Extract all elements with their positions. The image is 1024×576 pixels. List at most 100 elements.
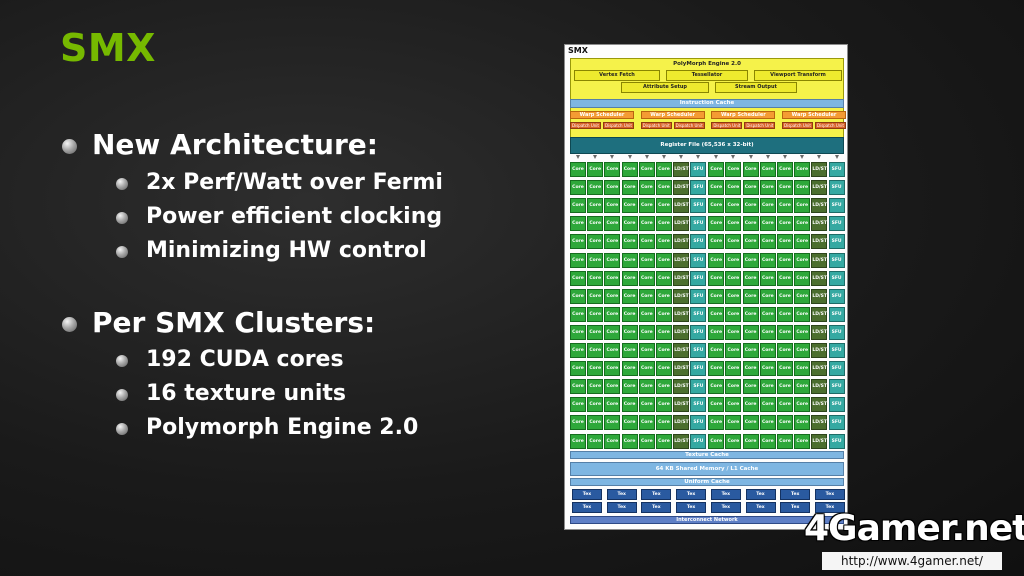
ld-st-unit: LD/ST (673, 433, 690, 449)
cuda-core: Core (759, 234, 776, 250)
cuda-core: Core (638, 180, 655, 196)
cuda-core: Core (794, 397, 811, 413)
cuda-core: Core (777, 433, 793, 449)
down-arrow-icon (610, 155, 615, 159)
texture-unit: Tex (676, 502, 707, 513)
sfu-unit: SFU (690, 270, 707, 286)
cuda-core: Core (777, 216, 793, 232)
sfu-unit: SFU (690, 234, 707, 250)
cuda-core: Core (570, 361, 586, 377)
ld-st-unit: LD/ST (811, 361, 828, 377)
cuda-core: Core (621, 198, 638, 214)
cuda-core: Core (570, 252, 586, 268)
cuda-core: Core (638, 361, 655, 377)
bullet-icon (62, 139, 77, 154)
sfu-unit: SFU (828, 361, 845, 377)
bullet-icon (116, 355, 128, 367)
cuda-core: Core (587, 397, 604, 413)
cuda-core: Core (604, 415, 621, 431)
attribute-setup-unit: Attribute Setup (621, 82, 709, 93)
cuda-core: Core (708, 433, 725, 449)
cuda-core: Core (638, 343, 655, 358)
cuda-core: Core (621, 433, 638, 449)
cuda-core: Core (759, 198, 776, 214)
cuda-core: Core (638, 252, 655, 268)
cuda-core: Core (794, 198, 811, 214)
register-arrows (570, 155, 844, 160)
sfu-unit: SFU (690, 252, 707, 268)
slide-title: SMX (60, 26, 156, 70)
cuda-core: Core (708, 324, 725, 340)
cuda-core: Core (725, 198, 742, 214)
cuda-core: Core (656, 234, 672, 250)
cuda-core: Core (742, 415, 759, 431)
cuda-core: Core (777, 361, 793, 377)
cuda-core: Core (604, 306, 621, 322)
cuda-core: Core (604, 234, 621, 250)
cuda-core: Core (708, 252, 725, 268)
cuda-core: Core (587, 180, 604, 196)
texture-unit: Tex (676, 489, 707, 500)
sfu-unit: SFU (828, 270, 845, 286)
cuda-core: Core (794, 379, 811, 395)
cuda-core: Core (604, 433, 621, 449)
cuda-core: Core (587, 433, 604, 449)
warp-scheduler: Warp Scheduler (782, 111, 846, 119)
cuda-core: Core (570, 270, 586, 286)
sfu-unit: SFU (828, 415, 845, 431)
cuda-core: Core (794, 306, 811, 322)
down-arrow-icon (576, 155, 580, 159)
cuda-core: Core (604, 162, 621, 177)
cuda-core: Core (587, 162, 604, 177)
cuda-core: Core (777, 270, 793, 286)
sfu-unit: SFU (690, 306, 707, 322)
cuda-core: Core (570, 162, 586, 177)
uniform-cache: Uniform Cache (570, 478, 844, 486)
sfu-unit: SFU (828, 234, 845, 250)
ld-st-unit: LD/ST (811, 270, 828, 286)
cuda-core: Core (570, 379, 586, 395)
cuda-core: Core (604, 216, 621, 232)
down-arrow-icon (662, 155, 666, 159)
cuda-core: Core (587, 324, 604, 340)
cuda-core: Core (777, 234, 793, 250)
cuda-core: Core (656, 162, 672, 177)
sfu-unit: SFU (828, 162, 845, 177)
cuda-core: Core (570, 306, 586, 322)
ld-st-unit: LD/ST (673, 415, 690, 431)
texture-unit: Tex (780, 502, 811, 513)
dispatch-unit: Dispatch Unit (673, 122, 705, 129)
cuda-core: Core (742, 361, 759, 377)
ld-st-unit: LD/ST (673, 306, 690, 322)
cuda-core: Core (725, 252, 742, 268)
cuda-core: Core (777, 162, 793, 177)
cuda-core: Core (570, 288, 586, 304)
cuda-core: Core (638, 415, 655, 431)
down-arrow-icon (714, 155, 719, 159)
ld-st-unit: LD/ST (811, 288, 828, 304)
cuda-core: Core (794, 270, 811, 286)
down-arrow-icon (696, 155, 701, 159)
texture-unit: Tex (572, 489, 602, 500)
sfu-unit: SFU (828, 324, 845, 340)
cuda-core: Core (570, 415, 586, 431)
cuda-core: Core (708, 234, 725, 250)
texture-unit: Tex (745, 489, 776, 500)
texture-unit: Tex (745, 502, 776, 513)
cuda-core: Core (725, 306, 742, 322)
cuda-core: Core (570, 198, 586, 214)
cuda-core: Core (621, 288, 638, 304)
cuda-core: Core (759, 379, 776, 395)
cuda-core: Core (656, 198, 672, 214)
cuda-core: Core (742, 324, 759, 340)
cuda-core: Core (638, 198, 655, 214)
cuda-core: Core (742, 270, 759, 286)
cuda-core: Core (656, 397, 672, 413)
cuda-core: Core (742, 288, 759, 304)
cuda-core: Core (759, 306, 776, 322)
stream-output-unit: Stream Output (715, 82, 797, 93)
ld-st-unit: LD/ST (673, 379, 690, 395)
sub-bullet-polymorph: Polymorph Engine 2.0 (116, 415, 418, 440)
tessellator-unit: Tessellator (666, 70, 748, 81)
cuda-core: Core (621, 234, 638, 250)
